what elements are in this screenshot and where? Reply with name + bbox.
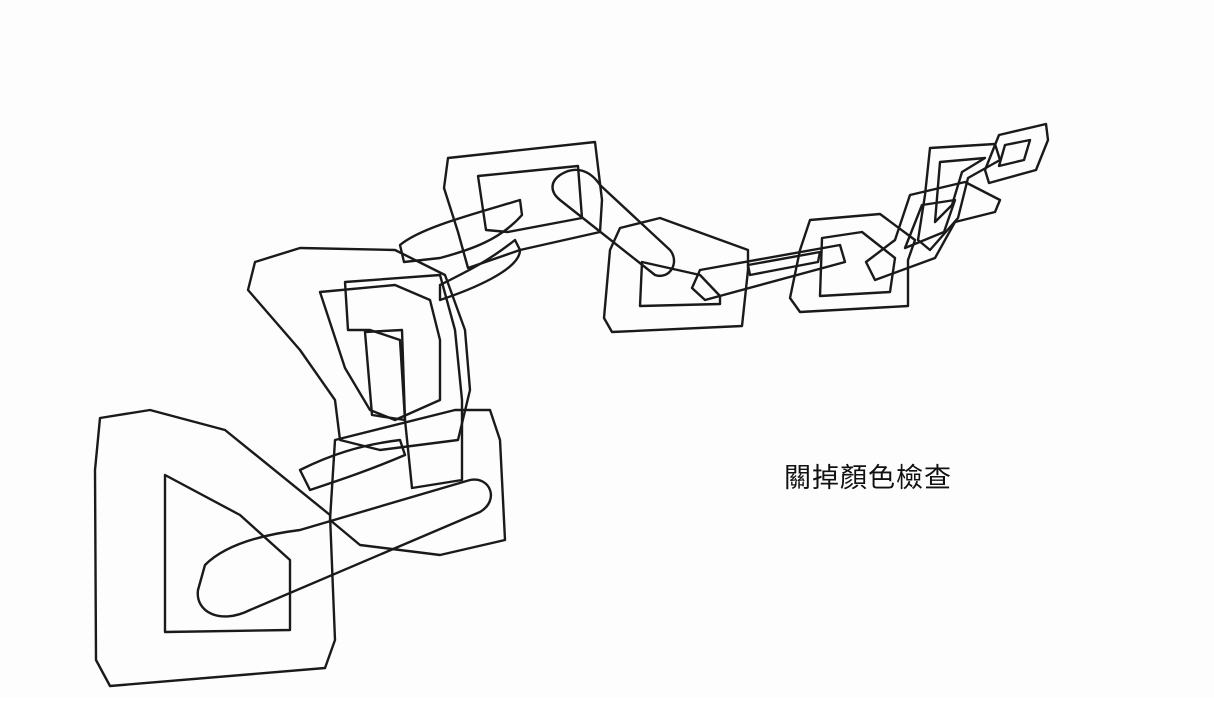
chain-link-1c <box>328 408 507 557</box>
chain-link-2 <box>246 246 472 452</box>
chain-link-4 <box>551 168 676 278</box>
chain-link-6 <box>690 243 847 302</box>
chain-link-9 <box>916 142 1002 252</box>
chain-link-1d <box>196 438 492 618</box>
chain-link-1b <box>343 273 464 490</box>
chain-link-2b <box>398 198 524 302</box>
chain-link-5 <box>602 216 750 334</box>
caption-text: 關掉顏色檢查 <box>784 463 952 494</box>
chain-link-10 <box>983 122 1050 185</box>
chain-link-8 <box>864 180 1002 282</box>
chain-link-1 <box>93 408 337 688</box>
